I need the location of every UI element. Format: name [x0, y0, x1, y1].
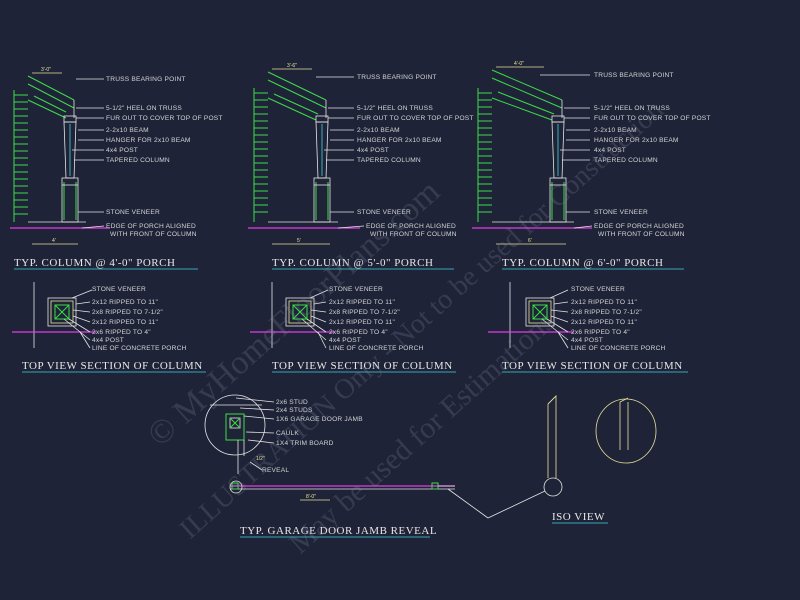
- label-edge-1: EDGE OF PORCH ALIGNED: [366, 223, 456, 230]
- label-stone: STONE VENEER: [106, 209, 160, 216]
- label-fur-out: FUR OUT TO COVER TOP OF POST: [594, 115, 711, 122]
- label-2x6: 2x6 RIPPED TO 4": [92, 329, 151, 336]
- label-truss-bearing: TRUSS BEARING POINT: [594, 72, 674, 79]
- label-2x12-a: 2x12 RIPPED TO 11": [329, 299, 396, 306]
- label-beam: 2-2x10 BEAM: [594, 127, 637, 134]
- label-reveal: REVEAL: [262, 467, 289, 474]
- label-2x8: 2x8 RIPPED TO 7-1/2": [92, 309, 163, 316]
- leaders: [541, 289, 569, 349]
- label-2x6: 2x6 RIPPED TO 4": [571, 329, 630, 336]
- truss: 3'-0": [27, 67, 75, 119]
- top-section-3: STONE VENEER 2x12 RIPPED TO 11" 2x8 RIPP…: [488, 282, 688, 373]
- wall-hatch: [477, 88, 492, 222]
- svg-text:6': 6': [528, 238, 532, 244]
- label-post: 4x4 POST: [571, 337, 603, 344]
- top-section-1: STONE VENEER 2x12 RIPPED TO 11" 2x8 RIPP…: [12, 282, 206, 373]
- column-detail-6ft: 4'-0" 6' TRUSS BEARING POINT 5-1/2": [472, 61, 711, 270]
- svg-text:8'-0": 8'-0": [306, 494, 316, 500]
- label-porch-line: LINE OF CONCRETE PORCH: [329, 345, 424, 352]
- top-section-2: STONE VENEER 2x12 RIPPED TO 11" 2x8 RIPP…: [250, 282, 456, 373]
- label-tapered: TAPERED COLUMN: [594, 157, 658, 164]
- label-edge-2: WITH FRONT OF COLUMN: [110, 231, 197, 238]
- label-edge-1: EDGE OF PORCH ALIGNED: [594, 223, 684, 230]
- label-post: 4x4 POST: [357, 147, 389, 154]
- title-top-section-1: TOP VIEW SECTION OF COLUMN: [22, 360, 203, 372]
- column-detail-4ft: 3'-0" 4' TRUSS BEARING POINT: [10, 67, 223, 270]
- label-heel: 5-1/2" HEEL ON TRUSS: [106, 105, 182, 112]
- column: [313, 115, 331, 223]
- label-edge-2: WITH FRONT OF COLUMN: [370, 231, 457, 238]
- wall-hatch: [253, 88, 268, 222]
- label-2x12-b: 2x12 RIPPED TO 11": [329, 319, 396, 326]
- svg-text:4'-0": 4'-0": [514, 61, 524, 67]
- label-heel: 5-1/2" HEEL ON TRUSS: [594, 105, 670, 112]
- title-top-section-2: TOP VIEW SECTION OF COLUMN: [272, 360, 453, 372]
- svg-text:4': 4': [52, 238, 56, 244]
- column-detail-5ft: 3'-6" 5' TRUSS BEARING POINT 5-1/2": [248, 63, 474, 270]
- label-2x12-b: 2x12 RIPPED TO 11": [571, 319, 638, 326]
- truss: 4'-0": [491, 61, 563, 121]
- label-beam: 2-2x10 BEAM: [357, 127, 400, 134]
- label-trim-board: 1X4 TRIM BOARD: [276, 440, 334, 447]
- label-truss-bearing: TRUSS BEARING POINT: [357, 74, 437, 81]
- label-hanger: HANGER FOR 2x10 BEAM: [357, 137, 442, 144]
- label-caulk: CAULK: [276, 430, 299, 437]
- label-porch-line: LINE OF CONCRETE PORCH: [92, 345, 187, 352]
- label-hanger: HANGER FOR 2x10 BEAM: [594, 137, 679, 144]
- label-2x6: 2x6 RIPPED TO 4": [329, 329, 388, 336]
- label-door-jamb: 1X6 GARAGE DOOR JAMB: [276, 416, 363, 423]
- leaders: [316, 76, 365, 229]
- iso-view-detail: ISO VIEW: [447, 395, 657, 524]
- label-2x12-a: 2x12 RIPPED TO 11": [92, 299, 159, 306]
- label-stone: STONE VENEER: [357, 209, 411, 216]
- svg-text:5': 5': [297, 238, 301, 244]
- title-column-4ft: TYP. COLUMN @ 4'-0" PORCH: [14, 257, 175, 269]
- label-post: 4x4 POST: [106, 147, 138, 154]
- label-truss-bearing: TRUSS BEARING POINT: [106, 76, 186, 83]
- label-stone: STONE VENEER: [329, 286, 383, 293]
- truss: 3'-6": [267, 63, 327, 121]
- label-2x12-a: 2x12 RIPPED TO 11": [571, 299, 638, 306]
- label-hanger: HANGER FOR 2x10 BEAM: [106, 137, 191, 144]
- label-post: 4x4 POST: [329, 337, 361, 344]
- label-heel: 5-1/2" HEEL ON TRUSS: [357, 105, 433, 112]
- label-post: 4x4 POST: [594, 147, 626, 154]
- label-edge-2: WITH FRONT OF COLUMN: [598, 231, 685, 238]
- label-2x6-stud: 2x6 STUD: [276, 399, 308, 406]
- wall-hatch: [13, 90, 28, 222]
- label-2x8: 2x8 RIPPED TO 7-1/2": [571, 309, 642, 316]
- label-tapered: TAPERED COLUMN: [106, 157, 170, 164]
- watermark: © MyHomeFloorPlans.com ILLUSTRATION Only…: [141, 94, 670, 560]
- title-column-5ft: TYP. COLUMN @ 5'-0" PORCH: [272, 257, 433, 269]
- title-iso-view: ISO VIEW: [552, 511, 605, 523]
- svg-text:3'-6": 3'-6": [287, 63, 297, 69]
- title-top-section-3: TOP VIEW SECTION OF COLUMN: [502, 360, 683, 372]
- title-column-6ft: TYP. COLUMN @ 6'-0" PORCH: [502, 257, 663, 269]
- leaders: [235, 397, 275, 444]
- svg-text:3'-0": 3'-0": [41, 67, 51, 73]
- leaders: [63, 289, 93, 349]
- label-2x4-studs: 2x4 STUDS: [276, 407, 313, 414]
- label-tapered: TAPERED COLUMN: [357, 157, 421, 164]
- reveal-dim: 1/2": [256, 456, 265, 462]
- label-stone: STONE VENEER: [571, 286, 625, 293]
- label-stone: STONE VENEER: [594, 209, 648, 216]
- label-beam: 2-2x10 BEAM: [106, 127, 149, 134]
- label-porch-line: LINE OF CONCRETE PORCH: [571, 345, 666, 352]
- label-2x12-b: 2x12 RIPPED TO 11": [92, 319, 159, 326]
- watermark-line-3: May be used for Estimations: [283, 305, 561, 560]
- label-2x8: 2x8 RIPPED TO 7-1/2": [329, 309, 400, 316]
- garage-door-jamb-detail: 2x6 STUD 2x4 STUDS 1X6 GARAGE DOOR JAMB …: [204, 394, 455, 538]
- leaders: [72, 78, 105, 229]
- column: [61, 115, 79, 223]
- label-fur-out: FUR OUT TO COVER TOP OF POST: [106, 115, 223, 122]
- title-garage-jamb: TYP. GARAGE DOOR JAMB REVEAL: [240, 525, 437, 537]
- label-post: 4x4 POST: [92, 337, 124, 344]
- label-stone: STONE VENEER: [92, 286, 146, 293]
- label-edge-1: EDGE OF PORCH ALIGNED: [106, 223, 196, 230]
- label-fur-out: FUR OUT TO COVER TOP OF POST: [357, 115, 474, 122]
- leaders: [540, 74, 593, 229]
- leaders: [301, 289, 329, 349]
